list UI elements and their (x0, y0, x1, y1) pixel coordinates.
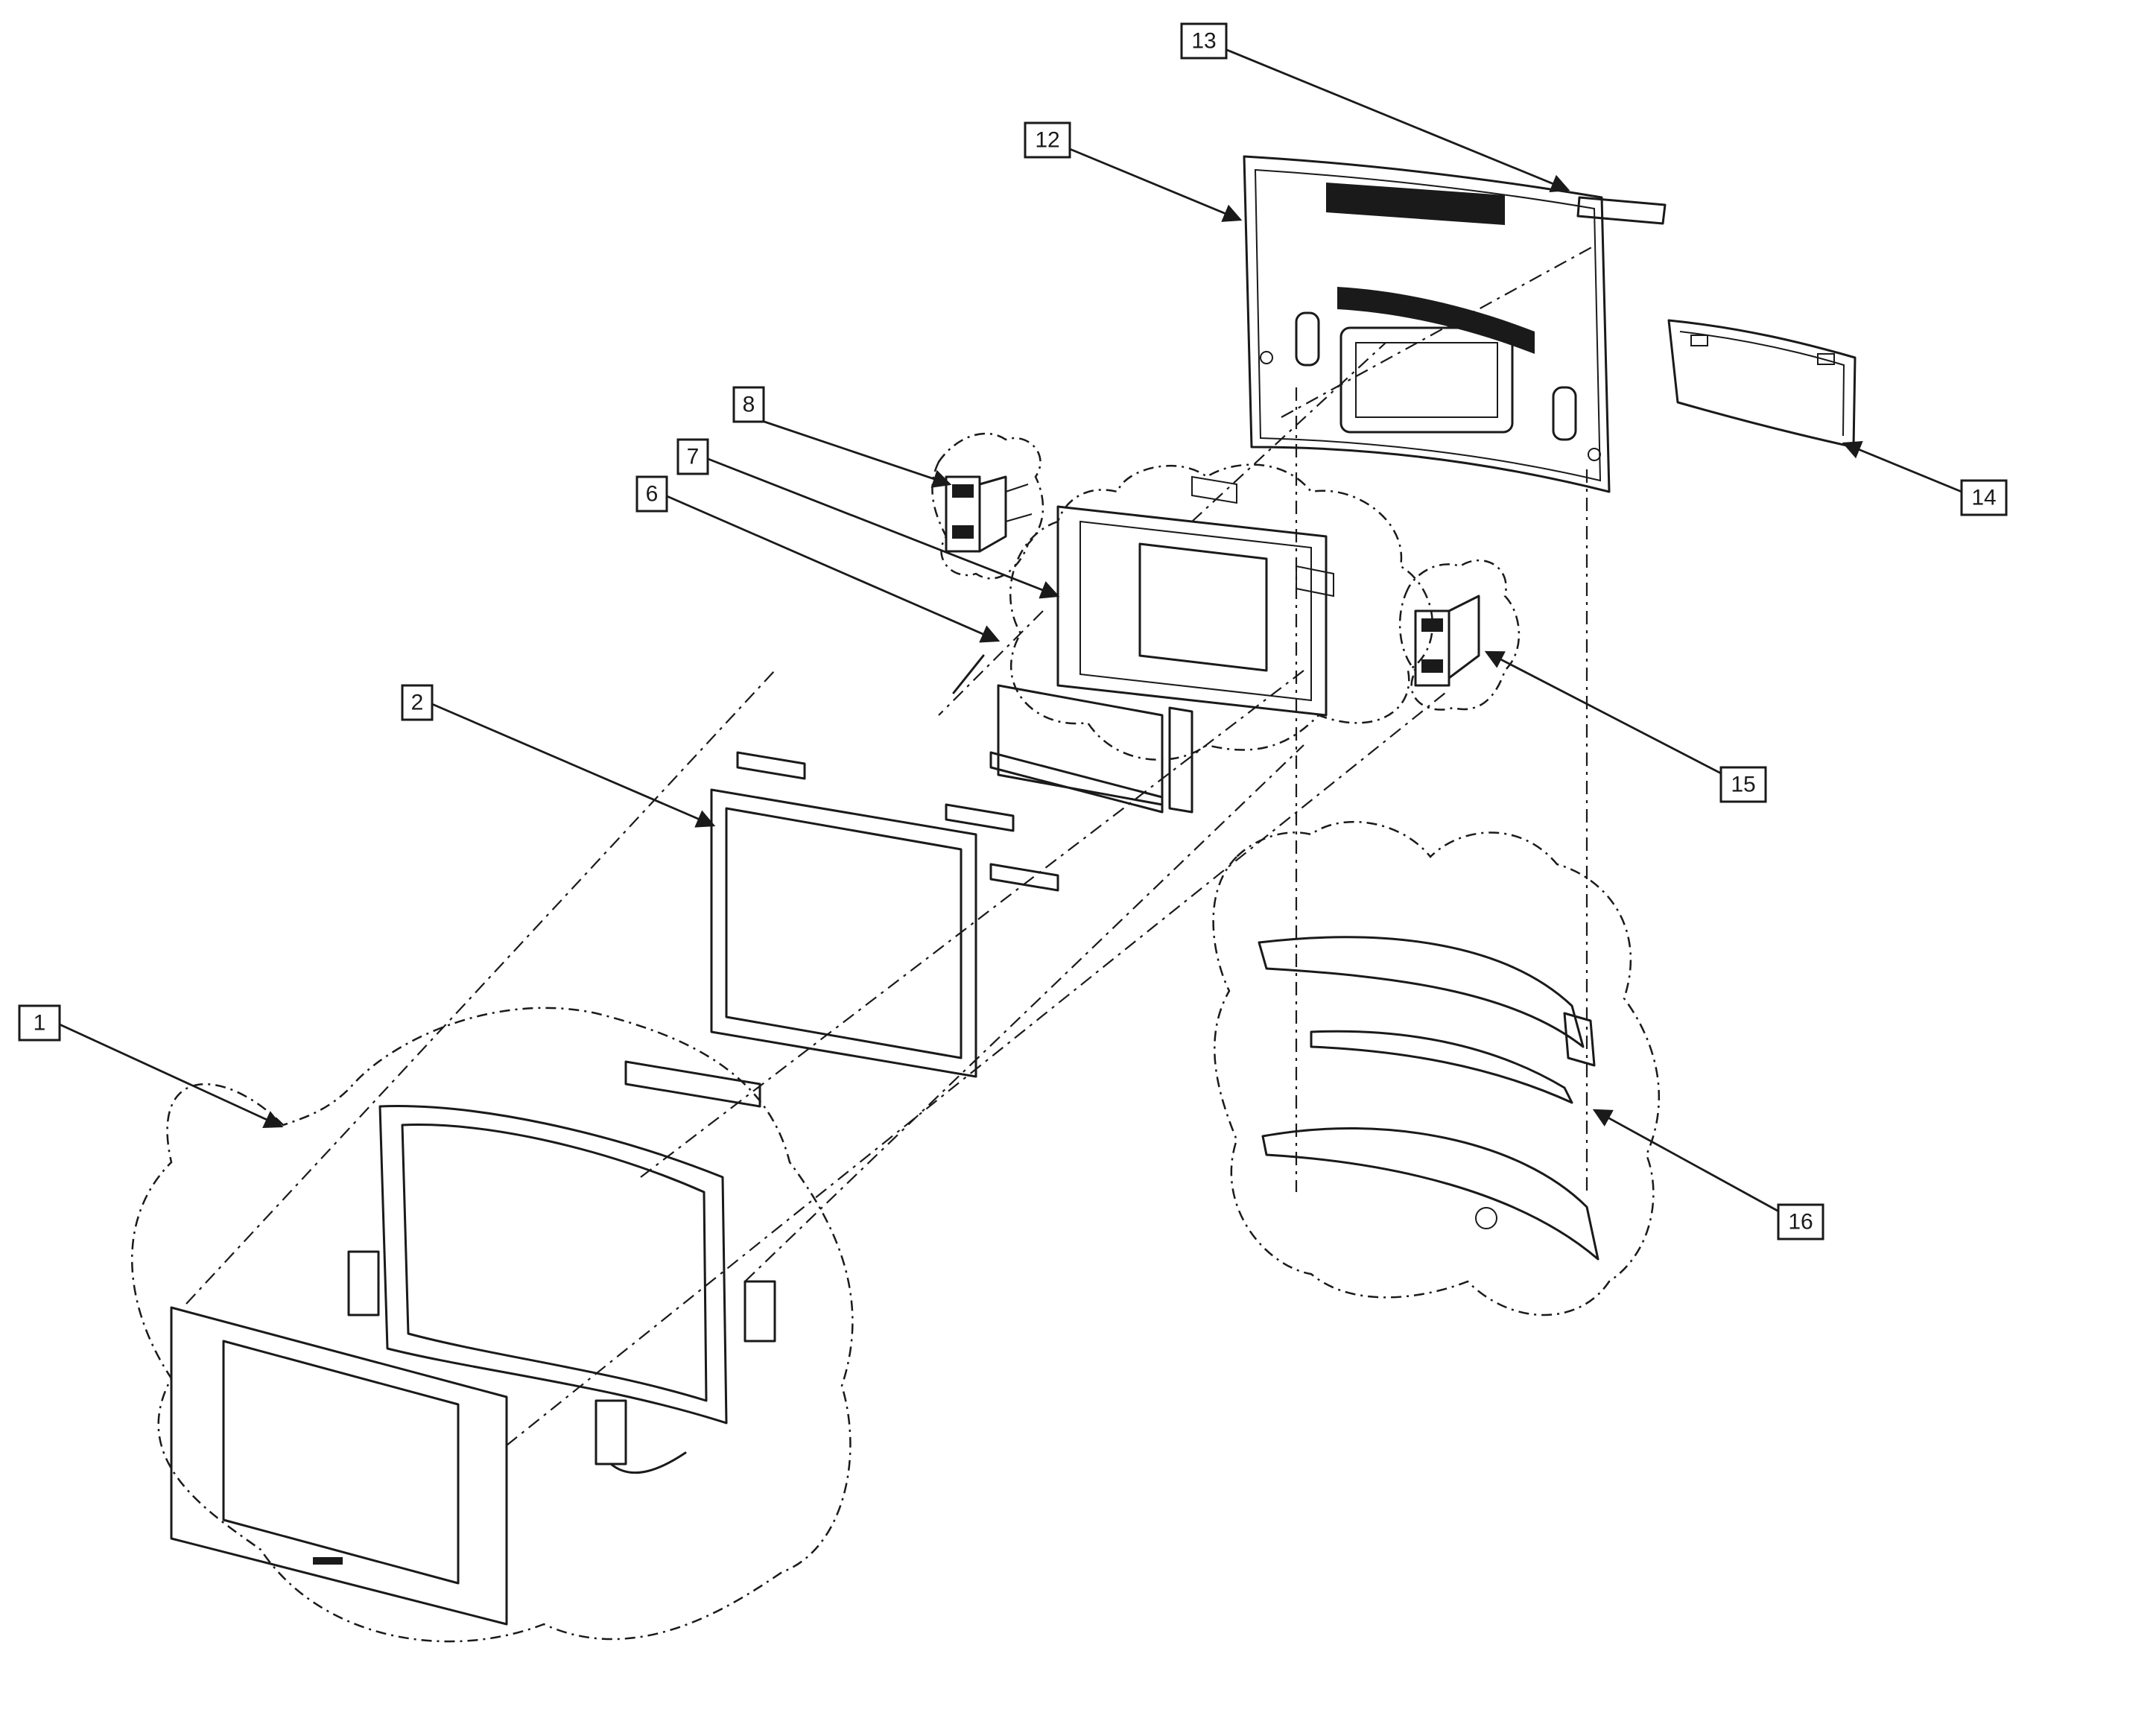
callout-6: 6 (635, 475, 668, 513)
part-12-rear-cover (1243, 155, 1611, 493)
cloud-stand (1212, 820, 1661, 1316)
cloud-front-assembly (131, 1007, 854, 1643)
callout-15-label: 15 (1731, 773, 1755, 797)
cloud-chassis (1009, 463, 1434, 761)
part-1-front-bezel (170, 1060, 776, 1626)
part-2-panel-frame (710, 751, 1059, 1078)
callout-12: 12 (1024, 121, 1071, 159)
callout-8: 8 (732, 386, 765, 423)
callout-15: 15 (1719, 766, 1767, 803)
callout-2: 2 (401, 684, 434, 721)
callout-12-label: 12 (1035, 128, 1059, 153)
callout-16: 16 (1777, 1203, 1824, 1240)
part-8-bracket (945, 475, 1033, 553)
part-14-top-cover (1667, 319, 1857, 449)
callout-leaders (59, 47, 1962, 1216)
cloud-bracket-15 (1398, 559, 1521, 711)
callout-6-label: 6 (646, 482, 659, 507)
callout-8-label: 8 (743, 393, 755, 417)
callout-2-label: 2 (411, 691, 424, 715)
callout-7: 7 (676, 438, 709, 475)
callout-1: 1 (18, 1004, 61, 1042)
part-6-plate (952, 654, 1193, 814)
callout-14: 14 (1960, 479, 2008, 516)
part-7-chassis-frame (1056, 475, 1334, 717)
callout-16-label: 16 (1788, 1210, 1813, 1235)
alignment-lines (186, 245, 1595, 1446)
callout-14-label: 14 (1971, 486, 1996, 510)
part-15-bracket (1414, 595, 1480, 687)
cloud-bracket-8 (931, 432, 1044, 580)
part-13-label (1576, 196, 1667, 225)
callout-7-label: 7 (687, 445, 700, 469)
callout-13: 13 (1180, 22, 1228, 60)
callout-1-label: 1 (34, 1011, 46, 1036)
callout-13-label: 13 (1191, 29, 1216, 54)
part-16-stand (1258, 936, 1599, 1261)
